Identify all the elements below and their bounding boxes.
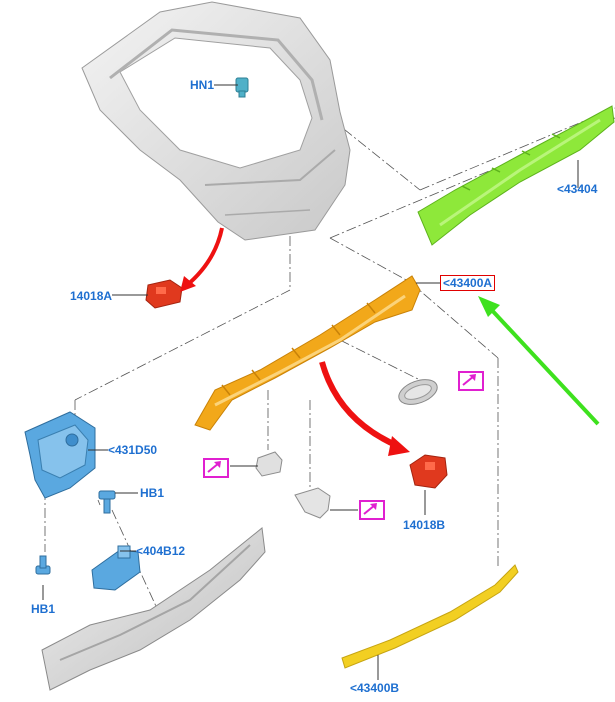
callout-14018b[interactable]: 14018B [403, 518, 446, 532]
bumper-14018a [145, 279, 183, 309]
clip-parts [255, 451, 331, 519]
green-arrow [478, 296, 600, 426]
callout-43400b[interactable]: <43400B [350, 681, 400, 695]
spoiler-strip-43400a [194, 275, 421, 431]
hb1-upper-bolt [98, 490, 116, 514]
external-link-button-2[interactable] [203, 458, 229, 478]
callout-hb1-upper[interactable]: HB1 [140, 486, 165, 500]
red-arrows [180, 227, 410, 456]
external-link-icon [363, 503, 377, 515]
callout-431d50[interactable]: <431D50 [108, 443, 158, 457]
callout-hn1[interactable]: HN1 [190, 78, 215, 92]
external-link-icon [462, 374, 476, 386]
callout-43400a[interactable]: <43400A [440, 275, 496, 291]
external-link-icon [207, 461, 221, 473]
liftgate [81, 1, 351, 241]
lower-strip-43400b [341, 564, 519, 669]
callout-14018a[interactable]: 14018A [70, 289, 113, 303]
callout-43404[interactable]: <43404 [557, 182, 598, 196]
external-link-button-3[interactable] [359, 500, 385, 520]
callout-hb1-lower[interactable]: HB1 [31, 602, 56, 616]
external-link-button-1[interactable] [458, 371, 484, 391]
bumper-14018b [409, 454, 448, 489]
striker-404b12 [91, 545, 141, 591]
weatherstrip-upper [417, 105, 615, 246]
hb1-lower-bolt [35, 555, 51, 575]
latch-431d50 [24, 411, 96, 499]
rear-panel-beam [41, 527, 266, 691]
callout-ticks [42, 84, 579, 680]
callout-404b12[interactable]: <404B12 [136, 544, 186, 558]
emblem-part [398, 379, 438, 405]
